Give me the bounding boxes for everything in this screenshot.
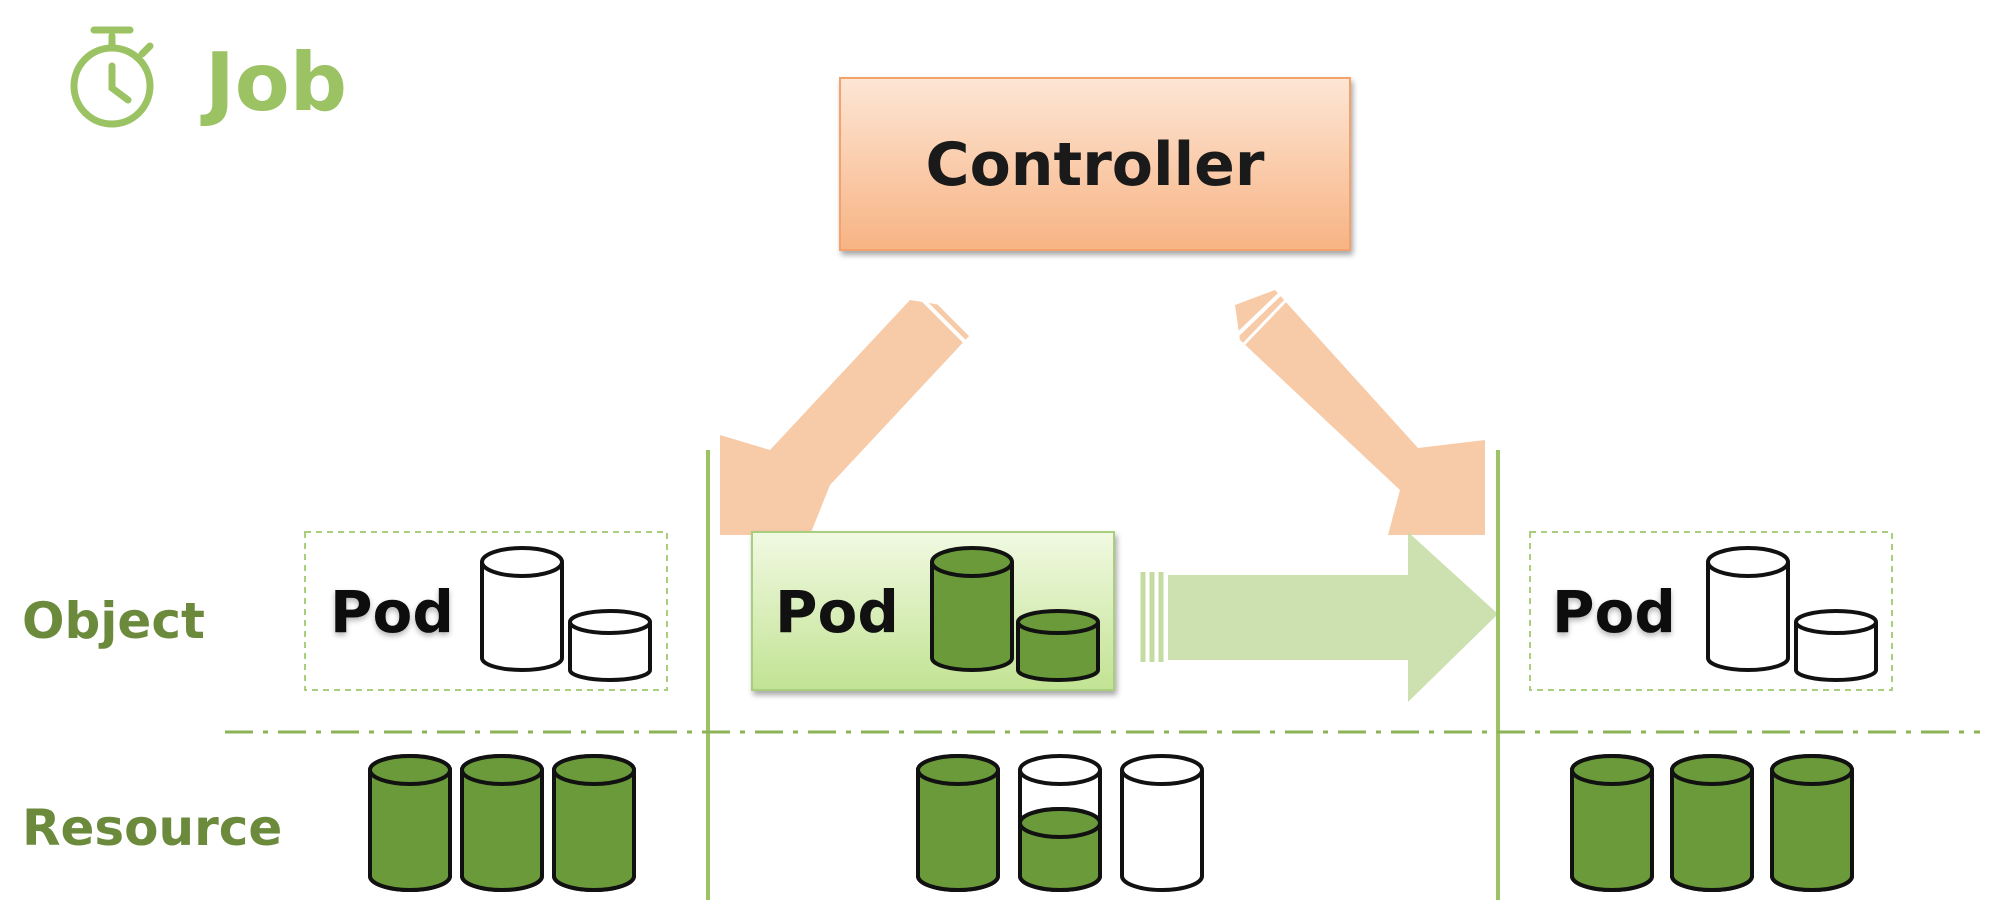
resource-cylinder — [1570, 754, 1654, 892]
resource-cylinder — [1670, 754, 1754, 892]
pod-cylinders-stage-1 — [480, 546, 652, 682]
resource-cylinder — [1018, 754, 1102, 892]
row-label-resource: Resource — [22, 799, 282, 857]
pod-label-stage-1: Pod — [330, 578, 454, 646]
pod-label-stage-3: Pod — [1552, 578, 1676, 646]
pod-label-stage-2: Pod — [775, 578, 899, 646]
pod-cylinders-stage-3 — [1706, 546, 1878, 682]
controller-box — [839, 77, 1351, 251]
controller-arrow-right — [1230, 290, 1485, 535]
resource-cylinder — [460, 754, 544, 892]
resource-cylinder — [368, 754, 452, 892]
controller-arrow-left — [720, 288, 977, 535]
transition-arrow — [1140, 532, 1498, 702]
resource-cylinder — [1120, 754, 1204, 892]
resource-cylinder — [916, 754, 1000, 892]
resource-cylinders — [368, 754, 1854, 892]
stopwatch-icon — [70, 26, 154, 128]
row-label-object: Object — [22, 592, 205, 650]
page-title: Job — [200, 36, 347, 129]
pod-cylinders-stage-2 — [930, 546, 1100, 682]
resource-cylinder — [1770, 754, 1854, 892]
controller-label: Controller — [926, 130, 1265, 200]
resource-cylinder — [552, 754, 636, 892]
